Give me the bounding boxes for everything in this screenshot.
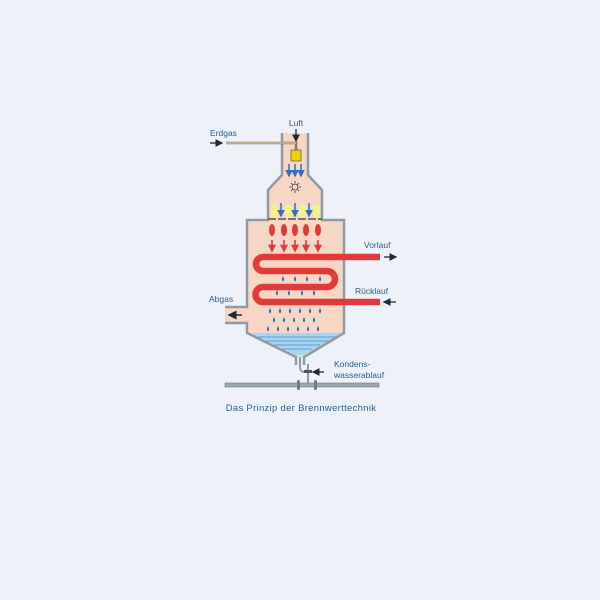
label-kondens: Kondens-: [334, 359, 371, 369]
burner-flames: [271, 205, 320, 218]
drain-pipe: [224, 382, 380, 388]
label-wasserablauf: wasserablauf: [333, 370, 385, 380]
hot-gas-flames: [269, 224, 321, 236]
water-drop: [278, 308, 282, 314]
water-drop: [293, 276, 297, 282]
water-drop: [292, 317, 296, 323]
water-drop: [282, 317, 286, 323]
diagram-caption: Das Prinzip der Brennwerttechnik: [226, 403, 377, 414]
water-drop: [288, 308, 292, 314]
water-drop: [312, 290, 316, 296]
label-erdgas: Erdgas: [210, 128, 237, 138]
boiler-wall: [225, 133, 346, 365]
water-drop: [268, 308, 272, 314]
label-vorlauf: Vorlauf: [364, 240, 391, 250]
gas-nozzle: [290, 149, 302, 162]
water-drop: [318, 308, 322, 314]
drain-valve: [304, 370, 312, 373]
water-drop: [275, 290, 279, 296]
water-drop: [312, 317, 316, 323]
hot-gas-arrows: [268, 240, 322, 253]
label-ruecklauf: Rücklauf: [355, 286, 389, 296]
label-abgas: Abgas: [209, 294, 233, 304]
air-flow-arrows: [277, 164, 313, 218]
water-drop: [287, 290, 291, 296]
water-drop: [296, 326, 300, 332]
water-ripples: [258, 336, 336, 350]
label-luft: Luft: [289, 118, 304, 128]
water-drop: [276, 326, 280, 332]
water-drop: [266, 326, 270, 332]
water-drop: [281, 276, 285, 282]
fan-icon: [289, 181, 301, 193]
water-drop: [302, 317, 306, 323]
water-drop: [316, 326, 320, 332]
water-drop: [298, 308, 302, 314]
water-drop: [305, 276, 309, 282]
water-drop: [318, 276, 322, 282]
condensate-drops: [266, 276, 322, 332]
water-drop: [308, 308, 312, 314]
water-drop: [286, 326, 290, 332]
water-drop: [272, 317, 276, 323]
water-drop: [306, 326, 310, 332]
condensate-water: [250, 333, 342, 355]
water-drop: [300, 290, 304, 296]
heat-exchanger-coil: [252, 253, 380, 306]
